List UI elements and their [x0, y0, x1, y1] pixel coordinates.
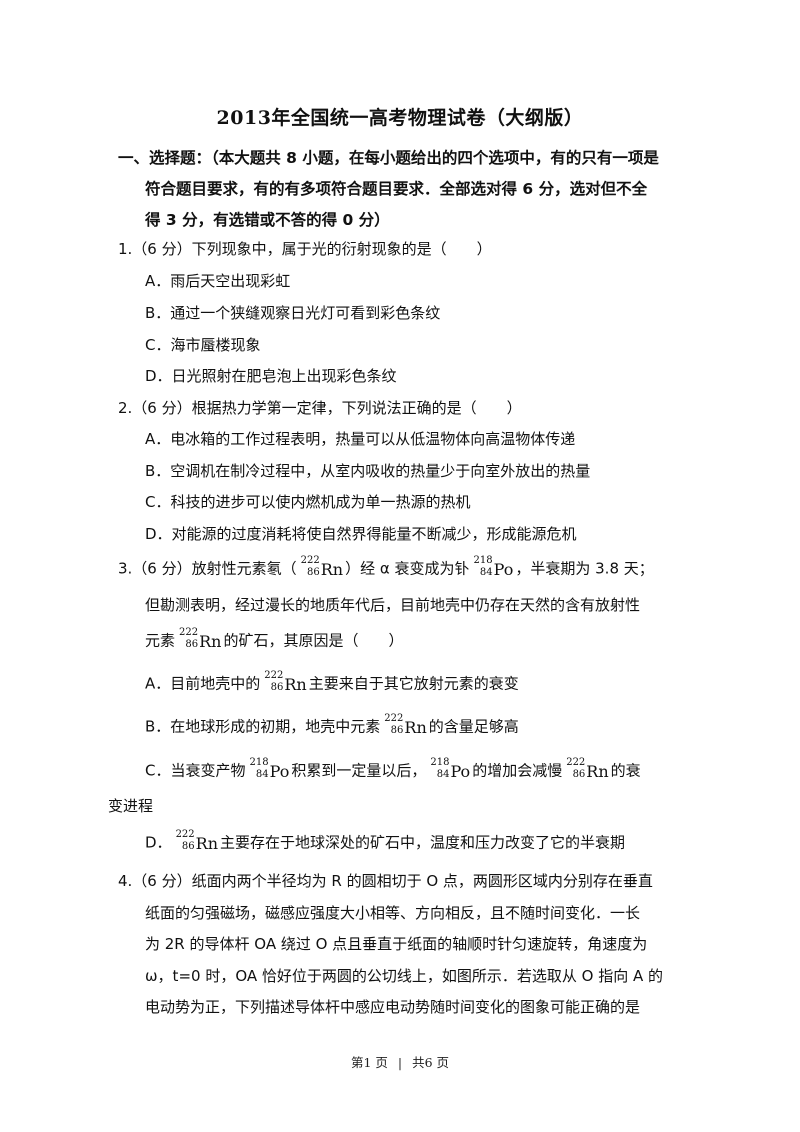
q3-stem-line-2: 但勘测表明，经过漫长的地质年代后，目前地壳中仍存在天然的含有放射性 [145, 596, 641, 614]
q3-option-c-line-2: 变进程 [108, 797, 154, 815]
q2-option-b: B．空调机在制冷过程中，从室内吸收的热量少于向室外放出的热量 [145, 462, 591, 480]
page-title: 2013年全国统一高考物理试卷（大纲版） [216, 107, 584, 129]
total-pages: 共6 页 [412, 1055, 450, 1070]
q2-option-d: D．对能源的过度消耗将使自然界得能量不断减少，形成能源危机 [145, 525, 577, 543]
q4-stem-line-5: 电动势为正，下列描述导体杆中感应电动势随时间变化的图象可能正确的是 [145, 998, 641, 1016]
q4-stem-line-1: 4.（6 分）纸面内两个半径均为 R 的圆相切于 O 点，两圆形区域内分别存在垂… [118, 872, 653, 890]
page-footer: 第1 页 | 共6 页 [0, 1052, 800, 1071]
q4-stem-line-2: 纸面的匀强磁场，磁感应强度大小相等、方向相反，且不随时间变化．一长 [145, 904, 641, 922]
section-heading-line-1: 一、选择题：（本大题共 8 小题，在每小题给出的四个选项中，有的只有一项是 [118, 149, 659, 167]
section-heading-line-2: 符合题目要求，有的有多项符合题目要求．全部选对得 6 分，选对但不全 [145, 180, 648, 198]
footer-separator: | [397, 1055, 403, 1070]
q2-option-c: C．科技的进步可以使内燃机成为单一热源的热机 [145, 493, 471, 511]
section-heading-line-3: 得 3 分，有选错或不答的得 0 分） [145, 211, 390, 229]
q1-option-b: B．通过一个狭缝观察日光灯可看到彩色条纹 [145, 304, 441, 322]
q1-option-a: A．雨后天空出现彩虹 [145, 272, 291, 290]
page-number: 第1 页 [350, 1055, 388, 1070]
q2-stem: 2.（6 分）根据热力学第一定律，下列说法正确的是（ ） [118, 399, 522, 417]
q1-option-c: C．海市蜃楼现象 [145, 336, 261, 354]
q2-option-a: A．电冰箱的工作过程表明，热量可以从低温物体向高温物体传递 [145, 430, 576, 448]
q4-stem-line-4: ω，t=0 时，OA 恰好位于两圆的公切线上，如图所示．若选取从 O 指向 A … [145, 967, 664, 985]
section-heading: 一、选择题：（本大题共 8 小题，在每小题给出的四个选项中，有的只有一项是 符合… [118, 143, 698, 236]
q1-option-d: D．日光照射在肥皂泡上出现彩色条纹 [145, 367, 397, 385]
q1-stem: 1.（6 分）下列现象中，属于光的衍射现象的是（ ） [118, 240, 492, 258]
q4-stem-line-3: 为 2R 的导体杆 OA 绕过 O 点且垂直于纸面的轴顺时针匀速旋转，角速度为 [145, 935, 648, 953]
